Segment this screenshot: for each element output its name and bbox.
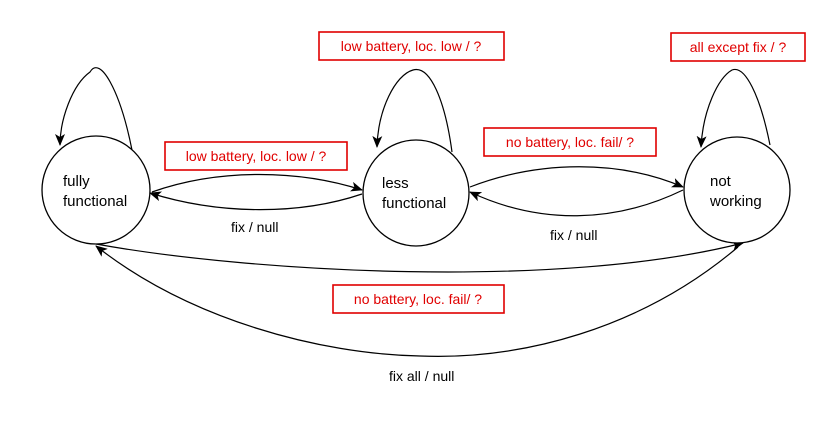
state-not-working-label-line1: not [710,173,732,190]
transition-box-fully-to-not: no battery, loc. fail/ ? [332,284,505,314]
edge-fully-to-not [95,240,744,273]
edge-fully-functional-self-loop [55,67,133,151]
state-not-working [683,136,791,244]
transition-box-not-self-frame [670,32,806,62]
transition-label-fully-to-less: low battery, loc. low / ? [186,148,327,164]
edge-fully-to-less [151,173,363,193]
transition-label-less-to-fully: fix / null [231,219,278,235]
edge-not-to-fully [95,245,739,357]
state-fully-functional [41,135,151,245]
transition-box-less-to-not-frame [483,127,657,157]
transition-box-fully-to-less-frame [164,141,348,171]
state-fully-functional-label-line2: functional [63,193,127,210]
transition-label-not-self: all except fix / ? [690,39,787,55]
transition-label-not-to-less: fix / null [550,227,597,243]
edge-not-working-self-loop [696,68,771,148]
state-less-functional-label-line2: functional [382,195,446,212]
transition-label-not-to-fully: fix all / null [389,368,454,384]
state-not-working-label-line2: working [709,193,762,210]
transition-box-fully-to-less: low battery, loc. low / ? [164,141,348,171]
edge-not-to-less [469,189,684,217]
transition-box-less-self-frame [318,31,505,61]
edge-less-to-fully [149,191,363,211]
transition-label-fully-to-not: no battery, loc. fail/ ? [354,291,482,307]
transition-box-fully-to-not-frame [332,284,505,314]
state-less-functional [362,139,470,247]
transition-box-not-self: all except fix / ? [670,32,806,62]
transition-label-less-self: low battery, loc. low / ? [341,38,482,54]
edge-less-to-not [469,166,684,188]
state-fully-functional-label-line1: fully [63,173,90,190]
edge-less-functional-self-loop [372,69,453,153]
transition-label-less-to-not: no battery, loc. fail/ ? [506,134,634,150]
state-less-functional-label-line1: less [382,175,409,192]
transition-box-less-self: low battery, loc. low / ? [318,31,505,61]
transition-box-less-to-not: no battery, loc. fail/ ? [483,127,657,157]
